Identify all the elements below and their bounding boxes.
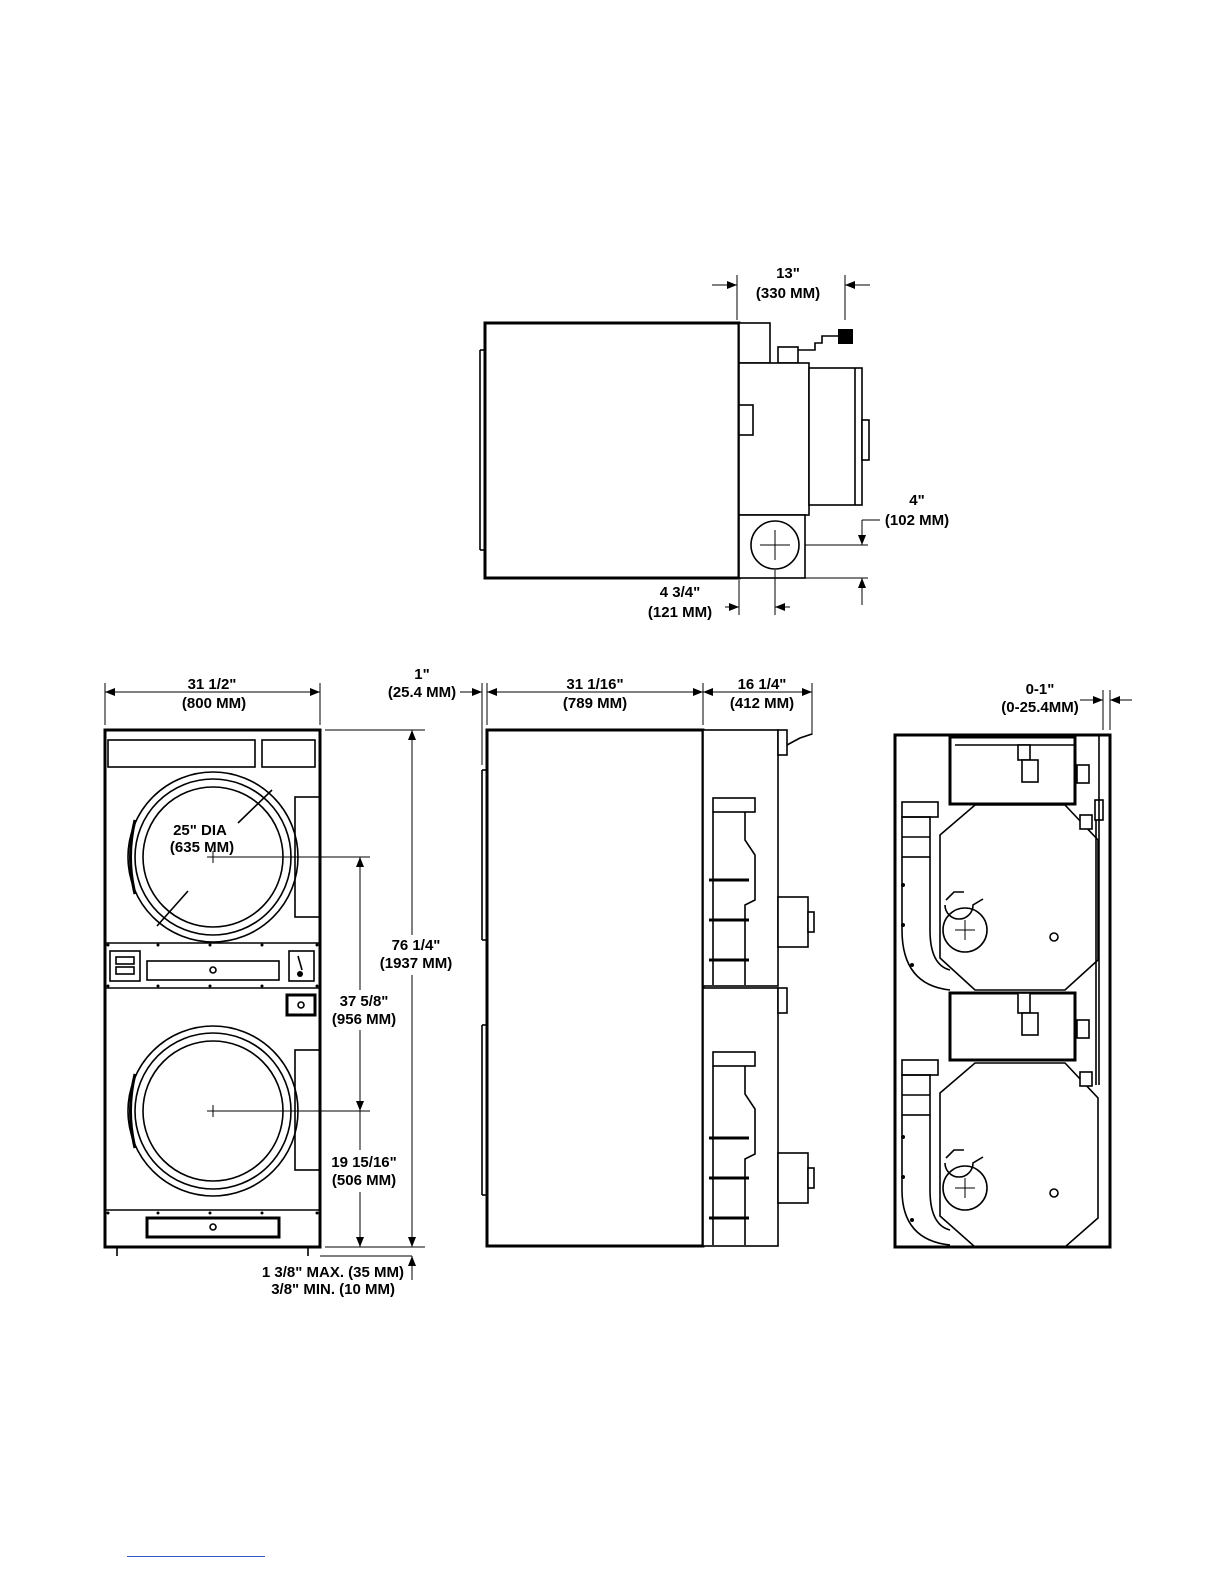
rear-mm: (412 MM) <box>730 695 794 712</box>
dim-4-inch: 4" <box>909 492 924 509</box>
upper-center-inch: 37 5/8" <box>340 993 389 1010</box>
dim-4-3-4-inch: 4 3/4" <box>660 584 700 601</box>
width-mm: (800 MM) <box>182 695 246 712</box>
door-dia-inch: 25" DIA <box>173 822 227 839</box>
door-dia-mm: (635 MM) <box>170 839 234 856</box>
depth-inch: 31 1/16" <box>566 676 623 693</box>
top-view-cabinet <box>485 323 739 578</box>
offset-mm: (25.4 MM) <box>388 684 456 701</box>
leveling-max: 1 3/8" MAX. (35 MM) <box>262 1264 404 1281</box>
height-inch: 76 1/4" <box>392 937 441 954</box>
panel-screws <box>107 944 319 1215</box>
gas-valve-icon <box>838 329 853 344</box>
dim-13-inch: 13" <box>776 265 800 282</box>
lower-center-mm: (506 MM) <box>332 1172 396 1189</box>
side-view-cabinet <box>487 730 703 1246</box>
width-inch: 31 1/2" <box>188 676 237 693</box>
clearance-inch: 0-1" <box>1026 681 1055 698</box>
height-mm: (1937 MM) <box>380 955 453 972</box>
top-view: 13" (330 MM) 4" (102 MM) 4 3/4" (121 MM) <box>480 265 949 621</box>
rear-screws <box>901 883 914 1222</box>
front-view: 25" DIA (635 MM) <box>105 676 452 1298</box>
offset-inch: 1" <box>414 666 429 683</box>
rear-inch: 16 1/4" <box>738 676 787 693</box>
dim-4-mm: (102 MM) <box>885 512 949 529</box>
depth-mm: (789 MM) <box>563 695 627 712</box>
dim-13-mm: (330 MM) <box>756 285 820 302</box>
clearance-mm: (0-25.4MM) <box>1001 699 1079 716</box>
leveling-min: 3/8" MIN. (10 MM) <box>271 1281 395 1298</box>
rear-view: 0-1" (0-25.4MM) <box>895 681 1132 1247</box>
upper-center-mm: (956 MM) <box>332 1011 396 1028</box>
lower-center-inch: 19 15/16" <box>331 1154 397 1171</box>
footer-link-underline[interactable] <box>127 1556 265 1557</box>
dim-4-3-4-mm: (121 MM) <box>648 604 712 621</box>
